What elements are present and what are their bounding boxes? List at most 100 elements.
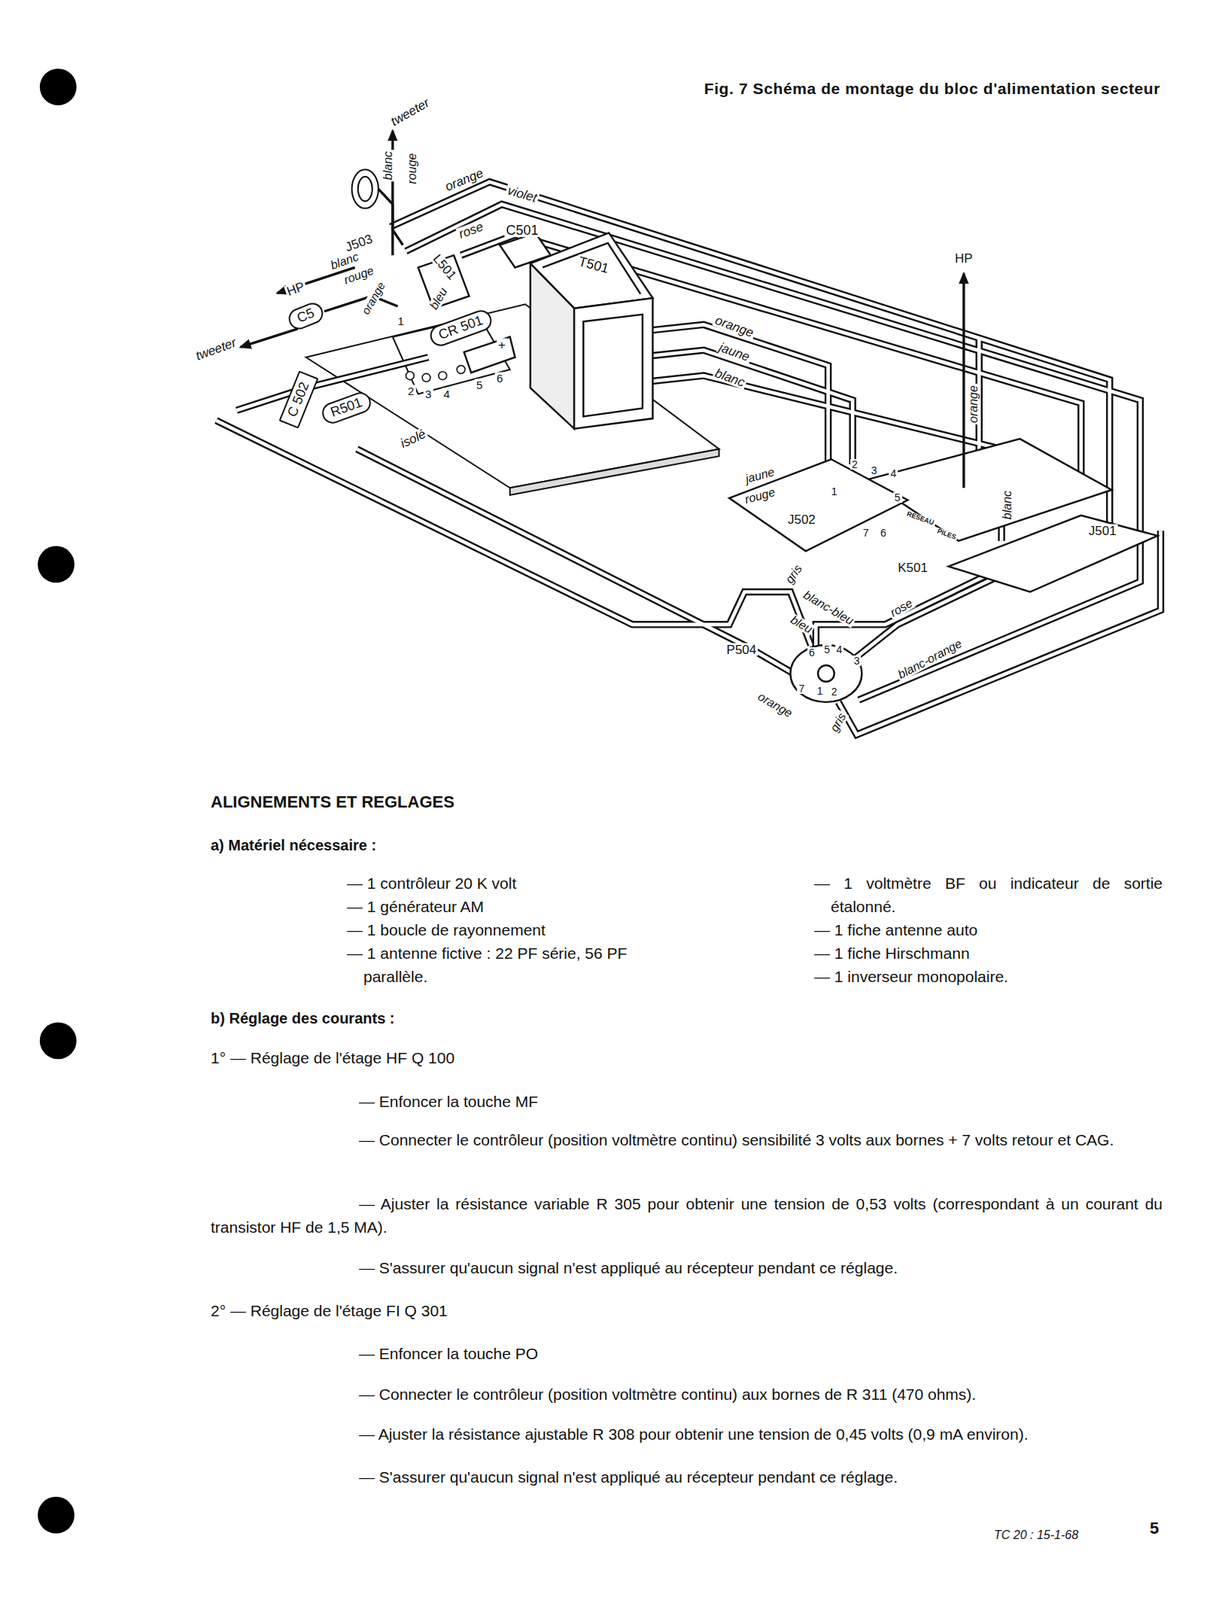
body-text: — 1 voltmètre BF ou indicateur de sortie… — [814, 871, 1163, 918]
part-label: 6 — [878, 527, 888, 538]
wire-color-label: orange — [754, 689, 797, 721]
illustration-path — [962, 273, 965, 489]
body-text: — Connecter le contrôleur (position volt… — [210, 1127, 1163, 1152]
illustration-ellipse — [358, 176, 373, 202]
part-label: K501 — [896, 560, 930, 574]
component-label: C5 — [294, 306, 317, 327]
section-heading: a) Matériel nécessaire : — [210, 833, 377, 858]
capacitor-box: C 502 — [279, 370, 320, 429]
part-label: 5 — [822, 644, 832, 655]
illustration-use — [356, 449, 794, 674]
wire-color-label: gris — [781, 561, 805, 587]
body-text: 1° — Réglage de l'étage HF Q 100 — [210, 1045, 455, 1070]
part-label: 5 — [893, 492, 903, 503]
illustration-circle — [422, 373, 431, 382]
section-heading: 5 — [1149, 1516, 1159, 1540]
part-label: J502 — [786, 512, 818, 526]
body-text: — S'assurer qu'aucun signal n'est appliq… — [358, 1255, 898, 1280]
part-label: 4 — [888, 468, 898, 479]
illustration-use — [390, 182, 1110, 557]
illustration-path — [240, 328, 298, 347]
body-text: — Enfoncer la touche MF — [358, 1089, 538, 1113]
wire-color-label: orange — [967, 383, 980, 425]
wire-color-label: isolé — [397, 426, 430, 451]
part-label: C501 — [504, 223, 540, 238]
illustration-circle — [438, 371, 447, 380]
part-label: 2 — [406, 385, 416, 397]
wire-color-label: violet — [504, 182, 541, 204]
wire-color-label: blanc — [382, 148, 395, 181]
part-label: 3 — [423, 388, 433, 400]
body-text: — Ajuster la résistance ajustable R 308 … — [358, 1422, 1163, 1446]
body-text: TC 20 : 15-1-68 — [993, 1522, 1079, 1547]
body-text: — 1 fiche Hirschmann — [814, 941, 970, 965]
component-cylinder: C5 — [285, 299, 327, 333]
body-text: — 1 boucle de rayonnement — [346, 917, 546, 942]
part-label: 3 — [852, 655, 862, 666]
illustration-use — [215, 420, 811, 645]
wires-outline — [215, 182, 1161, 736]
part-label: 7 — [861, 527, 871, 538]
illustration-path — [948, 515, 1159, 593]
part-label: 2 — [829, 686, 839, 697]
part-label: + — [496, 338, 508, 352]
body-text: — Connecter le contrôleur (position volt… — [358, 1382, 1163, 1406]
body-text: — 1 contrôleur 20 K volt — [346, 871, 517, 895]
illustration-ellipse — [352, 169, 379, 209]
illustration-circle — [405, 371, 414, 380]
output-arrows — [240, 130, 964, 488]
part-label: 4 — [835, 644, 845, 655]
terminal-boards — [729, 438, 1158, 703]
part-label: J503 — [342, 231, 376, 255]
wire-color-label: rouge — [340, 264, 377, 287]
illustration-use — [390, 182, 1110, 557]
illustration-path — [510, 449, 720, 496]
component-label: C 502 — [285, 379, 313, 420]
illustration-circle — [456, 365, 466, 374]
wires-inner — [215, 182, 1161, 736]
illustration-use — [356, 449, 794, 674]
illustration-path — [378, 188, 404, 246]
wire-color-label: tweeter — [192, 334, 240, 362]
body-text: — S'assurer qu'aucun signal n'est appliq… — [358, 1465, 898, 1489]
tweeter-symbol — [352, 169, 379, 209]
illustration-path — [729, 458, 908, 551]
part-label: HP — [953, 251, 975, 265]
part-label: 7 — [796, 683, 806, 694]
transformer-t501 — [530, 232, 654, 429]
illustration-use — [405, 203, 1140, 700]
body-text: — 1 fiche antenne auto — [814, 917, 978, 942]
illustration-circle — [37, 1496, 75, 1534]
illustration-path — [530, 263, 575, 429]
part-label: 4 — [442, 388, 452, 400]
illustration-use — [405, 203, 1140, 700]
illustration-use — [215, 420, 811, 645]
illustration-circle — [817, 665, 835, 682]
part-label: HP — [283, 279, 308, 298]
part-label: 2 — [850, 458, 860, 470]
part-label: 6 — [495, 371, 505, 383]
component-label: R501 — [328, 395, 365, 420]
part-label: 1 — [815, 685, 825, 697]
wire-color-label: blanc — [1001, 489, 1014, 521]
illustration-circle — [37, 545, 75, 583]
component-cylinder: R501 — [319, 389, 375, 427]
illustration-path — [583, 314, 643, 417]
body-text: — 1 générateur AM — [346, 894, 484, 918]
punch-holes — [37, 68, 77, 1533]
illustration-circle — [39, 1021, 77, 1059]
part-label: P504 — [725, 643, 759, 657]
part-label: 5 — [474, 378, 484, 390]
illustration-path — [464, 337, 516, 373]
part-label: 1 — [396, 314, 406, 326]
section-heading: ALIGNEMENTS ET REGLAGES — [210, 790, 455, 814]
part-label: 6 — [807, 647, 817, 658]
section-heading: b) Réglage des courants : — [210, 1006, 396, 1031]
wire-color-label: blanc — [712, 365, 749, 390]
body-text: — 1 inverseur monopolaire. — [814, 964, 1009, 988]
body-text: — Ajuster la résistance variable R 305 p… — [210, 1191, 1163, 1239]
body-text: — Enfoncer la touche PO — [358, 1341, 538, 1365]
part-label: 1 — [829, 486, 839, 497]
part-label: 3 — [869, 465, 879, 476]
